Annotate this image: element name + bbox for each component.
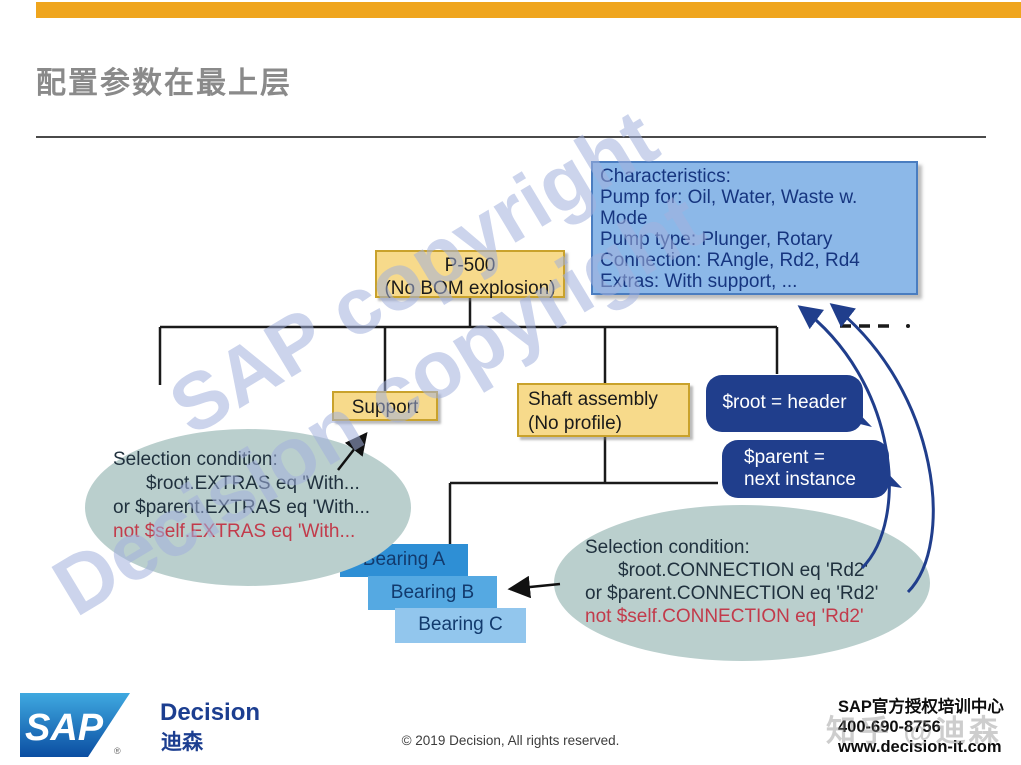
left-selection-condition: Selection condition: $root.EXTRAS eq 'Wi… xyxy=(85,429,411,586)
support-node: Support xyxy=(332,391,438,421)
zhihu-photo-watermark: 知乎 @迪森 xyxy=(826,715,1002,748)
p500-title: P-500 xyxy=(444,255,496,276)
condition-line: or $parent.CONNECTION eq 'Rd2' xyxy=(585,583,879,604)
shaft-assembly-node: Shaft assembly (No profile) xyxy=(517,383,690,437)
decision-logo-text: Decision xyxy=(160,699,261,726)
sap-logo: SAP xyxy=(20,693,130,757)
condition-line: Selection condition: xyxy=(585,537,750,558)
phone-number: 400-690-8756 xyxy=(838,718,941,736)
characteristics-line: Characteristics: xyxy=(600,166,731,187)
bearing-b-node: Bearing B xyxy=(368,576,497,610)
condition-line: $root.CONNECTION eq 'Rd2' xyxy=(618,560,869,581)
characteristics-line: Mode xyxy=(600,208,648,229)
condition-line: or $parent.EXTRAS eq 'With... xyxy=(113,497,371,518)
training-center-name: SAP官方授权培训中心 xyxy=(838,698,1004,716)
condition-line-negative: not $self.EXTRAS eq 'With... xyxy=(113,521,356,542)
characteristics-box: Characteristics: Pump for: Oil, Water, W… xyxy=(591,161,918,295)
parent-line2: next instance xyxy=(744,469,856,490)
right-selection-condition: Selection condition: $root.CONNECTION eq… xyxy=(554,505,930,661)
training-center-block: SAP官方授权培训中心 400-690-8756 www.decision-it… xyxy=(838,697,1004,757)
p500-node: P-500 (No BOM explosion) xyxy=(375,250,565,299)
characteristics-line: Extras: With support, ... xyxy=(600,271,798,292)
shaft-line2: (No profile) xyxy=(528,413,622,434)
root-header-callout: $root = header xyxy=(706,375,863,432)
slide-title: 配置参数在最上层 xyxy=(36,67,292,100)
website-url: www.decision-it.com xyxy=(838,738,1002,756)
condition-line-negative: not $self.CONNECTION eq 'Rd2' xyxy=(585,606,864,627)
parent-instance-callout: $parent = next instance xyxy=(722,440,889,498)
characteristics-line: Pump for: Oil, Water, Waste w. xyxy=(600,187,858,208)
parent-line1: $parent = xyxy=(744,447,825,468)
title-divider xyxy=(36,136,986,138)
top-accent-bar xyxy=(36,2,1021,18)
condition-line: $root.EXTRAS eq 'With... xyxy=(146,473,360,494)
svg-text:SAP: SAP xyxy=(25,707,104,749)
bearing-c-node: Bearing C xyxy=(395,608,526,643)
characteristics-line: Connection: RAngle, Rd2, Rd4 xyxy=(600,250,860,271)
registered-mark: ® xyxy=(114,746,121,756)
decision-logo-chinese: 迪森 xyxy=(161,731,203,754)
shaft-line1: Shaft assembly xyxy=(528,389,658,410)
condition-line: Selection condition: xyxy=(113,449,278,470)
copyright-text: © 2019 Decision, All rights reserved. xyxy=(401,733,620,748)
p500-subtitle: (No BOM explosion) xyxy=(384,278,556,299)
characteristics-line: Pump type: Plunger, Rotary xyxy=(600,229,833,250)
